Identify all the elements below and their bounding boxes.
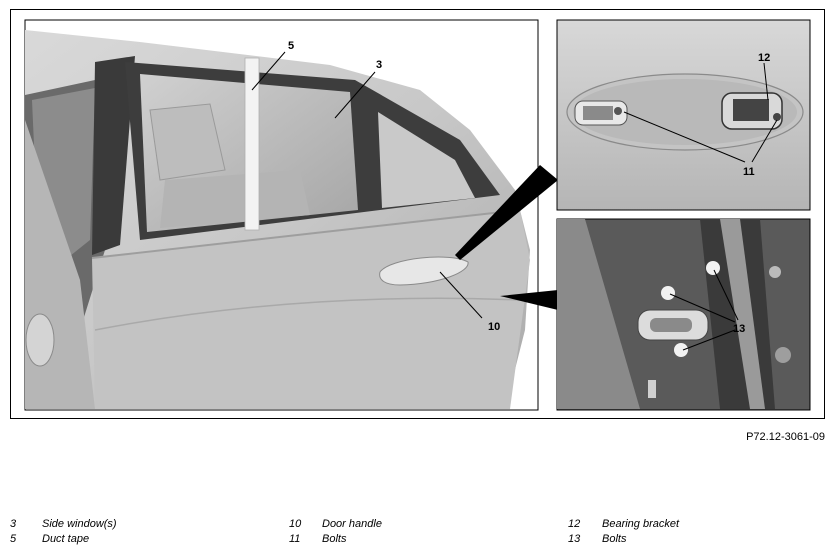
legend-num: 12 (568, 518, 581, 530)
legend-text: Duct tape (42, 533, 90, 545)
legend-num: 10 (289, 518, 302, 530)
legend-num: 11 (289, 533, 301, 545)
pointer-wedge-bottom (500, 290, 558, 310)
pointer-wedge-top (455, 165, 558, 260)
detail-view-bolts: 13 (556, 218, 811, 411)
legend-text: Door handle (322, 518, 382, 530)
legend-text: Side window(s) (42, 518, 117, 530)
legend-text: Bolts (602, 533, 627, 545)
figure-number: P72.12-3061-09 (746, 431, 825, 443)
callout-11: 11 (743, 166, 755, 178)
callout-3: 3 (376, 59, 382, 71)
main-car-view: 5 3 10 (24, 19, 539, 411)
callout-5: 5 (288, 40, 294, 52)
callout-12: 12 (758, 52, 770, 64)
callout-10: 10 (488, 321, 500, 333)
car-door-illustration: 5 3 10 12 11 13 (24, 19, 811, 411)
legend-num: 3 (10, 518, 17, 530)
detail-view-handle: 12 11 (556, 19, 811, 211)
legend-text: Bearing bracket (602, 518, 680, 530)
legend-text: Bolts (322, 533, 347, 545)
legend-num: 13 (568, 533, 581, 545)
legend-num: 5 (10, 533, 17, 545)
callout-13: 13 (733, 323, 745, 335)
